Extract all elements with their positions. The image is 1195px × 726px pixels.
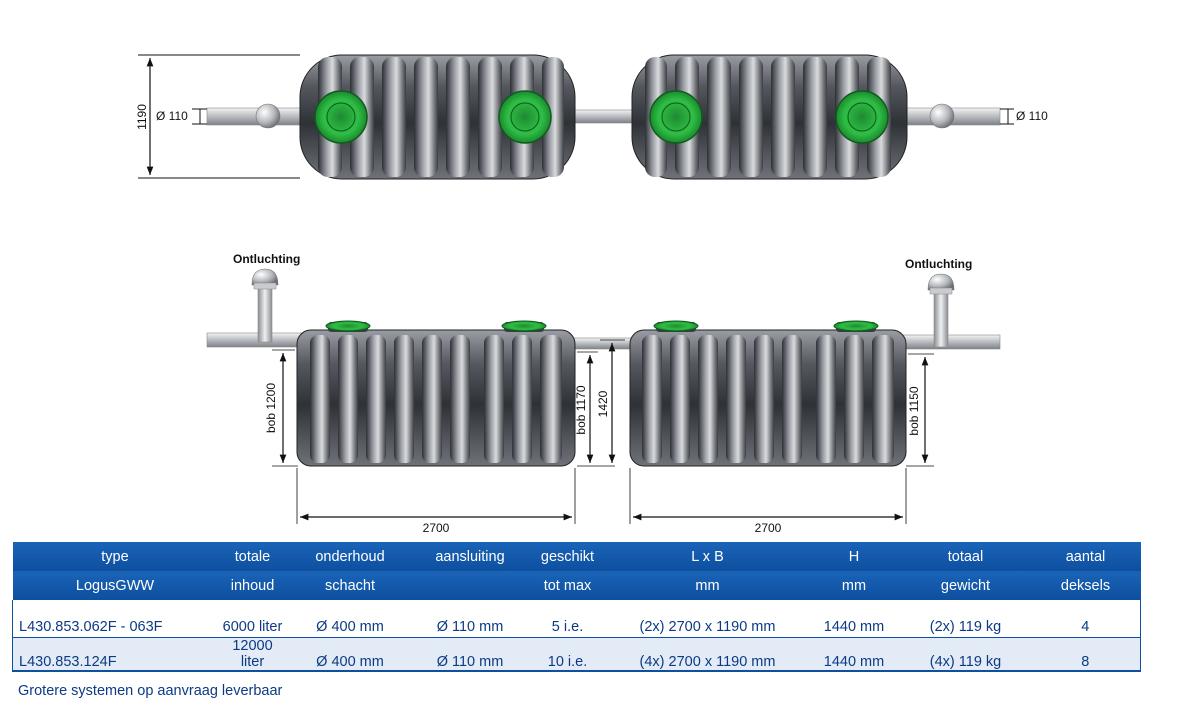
technical-drawing: 1190 Ø 110 Ø 110 Ontluchting	[135, 54, 1048, 535]
table-cell: 4	[1030, 600, 1141, 638]
dimension-label: 1420	[596, 390, 610, 417]
header-cell: H	[807, 542, 901, 571]
header-cell: tot max	[527, 571, 608, 600]
table-cell: 10 i.e.	[527, 637, 608, 672]
table-row: L430.853.062F - 063F 6000 liter Ø 400 mm…	[12, 600, 1141, 638]
vent-left: Ontluchting	[233, 252, 300, 343]
specification-table: type totale onderhoud aansluiting geschi…	[12, 542, 1141, 672]
header-cell: mm	[607, 571, 808, 600]
header-cell: inhoud	[217, 571, 288, 600]
header-cell: mm	[807, 571, 901, 600]
table-cell: Ø 110 mm	[412, 637, 528, 672]
table-cell: 8	[1030, 637, 1141, 672]
table-row: L430.853.124F 12000 liter Ø 400 mm Ø 110…	[12, 637, 1141, 672]
manhole-lid	[835, 90, 889, 144]
inlet-pipe	[206, 107, 303, 126]
vent-right: Ontluchting	[905, 257, 972, 348]
dimension-label: bob 1200	[264, 383, 278, 433]
top-view: 1190 Ø 110 Ø 110	[135, 54, 1048, 180]
manhole-lid	[833, 320, 879, 332]
dimension-label: bob 1170	[574, 385, 588, 434]
table-header-row: type totale onderhoud aansluiting geschi…	[12, 542, 1141, 571]
dimension-1420: 1420	[596, 339, 625, 463]
header-cell: LogusGWW	[12, 571, 218, 600]
header-cell: totale	[217, 542, 288, 571]
tank-top-1	[299, 54, 576, 180]
footnote: Grotere systemen op aanvraag leverbaar	[18, 683, 283, 699]
side-view: Ontluchting Ontluchting	[206, 252, 1001, 535]
table-cell: Ø 400 mm	[287, 600, 413, 638]
dimension-bob-1200: bob 1200	[264, 349, 298, 467]
header-cell	[412, 571, 528, 600]
pipe-dim-left: Ø 110	[156, 108, 207, 125]
dimension-label: 1190	[135, 104, 149, 130]
header-cell: geschikt	[527, 542, 608, 571]
tank-ribs	[318, 57, 564, 177]
dimension-bob-1170: bob 1170	[574, 351, 615, 467]
manhole-lid	[649, 90, 703, 144]
table-cell: (2x) 119 kg	[900, 600, 1031, 638]
outlet-ball	[929, 103, 955, 129]
manhole-lid	[325, 320, 371, 332]
pipe-diameter-label: Ø 110	[156, 109, 188, 123]
header-cell: onderhoud	[287, 542, 413, 571]
table-header-row: LogusGWW inhoud schacht tot max mm mm ge…	[12, 571, 1141, 600]
tank-top-2	[631, 54, 908, 180]
inlet-ball	[255, 103, 281, 129]
table-cell: (4x) 2700 x 1190 mm	[607, 637, 808, 672]
dimension-bob-1150: bob 1150	[906, 353, 934, 467]
dimension-1190: 1190	[135, 54, 300, 179]
header-cell: totaal	[900, 542, 1031, 571]
header-cell: schacht	[287, 571, 413, 600]
manhole-lid	[501, 320, 547, 332]
dimension-2700-right: 2700	[629, 468, 907, 535]
manhole-lid	[314, 90, 368, 144]
header-cell: aansluiting	[412, 542, 528, 571]
inlet-pipe	[206, 332, 308, 348]
table-cell: (2x) 2700 x 1190 mm	[607, 600, 808, 638]
table-cell: L430.853.124F	[12, 637, 218, 672]
table-cell: Ø 400 mm	[287, 637, 413, 672]
dimension-label: bob 1150	[907, 386, 921, 435]
manhole-lid	[653, 320, 699, 332]
header-cell: aantal	[1030, 542, 1141, 571]
table-cell: 1440 mm	[807, 637, 901, 672]
table-cell: 1440 mm	[807, 600, 901, 638]
table-cell: 6000 liter	[217, 600, 288, 638]
dimension-label: 2700	[423, 521, 450, 535]
table-cell: Ø 110 mm	[412, 600, 528, 638]
header-cell: deksels	[1030, 571, 1141, 600]
header-cell: type	[12, 542, 218, 571]
tank-side-1	[296, 320, 576, 467]
table-cell: L430.853.062F - 063F	[12, 600, 218, 638]
header-cell: gewicht	[900, 571, 1031, 600]
tank-ribs	[645, 57, 891, 177]
pipe-dim-right: Ø 110	[1000, 108, 1048, 125]
vent-label: Ontluchting	[905, 257, 972, 271]
table-cell: (4x) 119 kg	[900, 637, 1031, 672]
dimension-2700-left: 2700	[296, 468, 576, 535]
vent-label: Ontluchting	[233, 252, 300, 266]
table-cell: 12000 liter	[217, 637, 288, 672]
manhole-lid	[498, 90, 552, 144]
table-cell: 5 i.e.	[527, 600, 608, 638]
header-cell: L x B	[607, 542, 808, 571]
pipe-diameter-label: Ø 110	[1016, 109, 1048, 123]
tank-side-2	[629, 320, 907, 467]
dimension-label: 2700	[755, 521, 782, 535]
